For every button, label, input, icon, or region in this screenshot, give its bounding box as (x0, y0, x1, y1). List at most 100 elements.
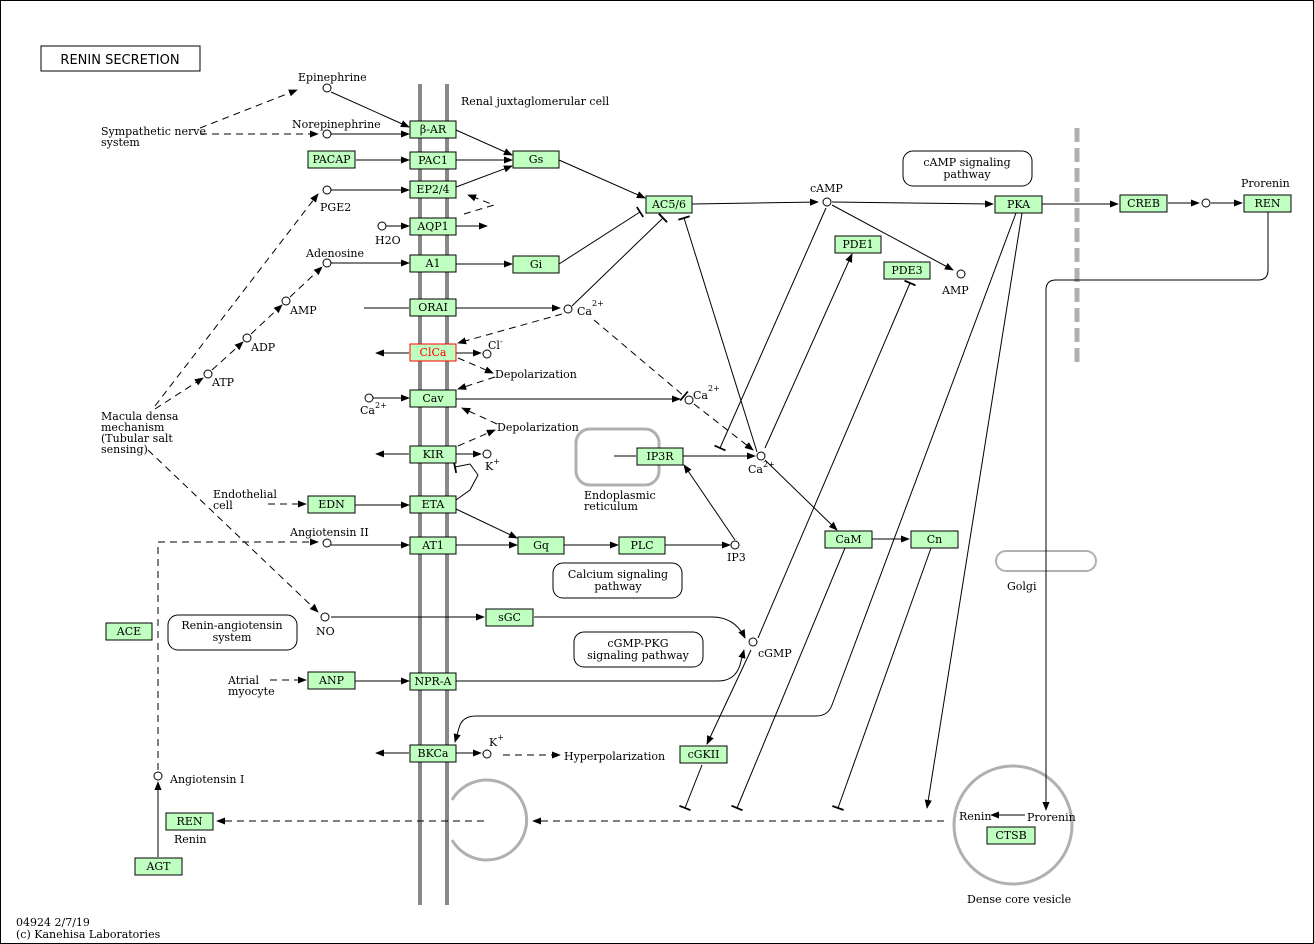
svg-text:EP2/4: EP2/4 (416, 183, 449, 196)
svg-text:cAMP signaling: cAMP signaling (923, 156, 1010, 169)
gene-bkca[interactable]: BKCa (409, 744, 457, 763)
gene-ep2-4[interactable]: EP2/4 (409, 180, 457, 199)
pathway-cgmp-pkg-signaling[interactable]: cGMP-PKG signaling pathway (573, 631, 704, 668)
svg-text:Prorenin: Prorenin (1241, 177, 1290, 190)
svg-text:CTSB: CTSB (995, 829, 1026, 842)
svg-text:sensing): sensing) (101, 443, 148, 456)
svg-text:Renal juxtaglomerular cell: Renal juxtaglomerular cell (461, 95, 610, 108)
pathway-renin-angiotensin[interactable]: Renin-angiotensin system (167, 614, 298, 651)
gene-cav[interactable]: Cav (409, 389, 457, 408)
compound-ip3[interactable]: IP3 (727, 540, 746, 564)
compound-camp[interactable]: cAMP (810, 182, 843, 207)
gene-pacap[interactable]: PACAP (307, 150, 356, 169)
compound-ca2-b[interactable]: Ca2+ (360, 393, 387, 417)
gene-anp[interactable]: ANP (307, 671, 356, 690)
compound-ca2-a[interactable]: Ca2+ (563, 299, 604, 318)
gene-ac5-6[interactable]: AC5/6 (645, 195, 693, 214)
svg-text:Epinephrine: Epinephrine (298, 71, 367, 84)
svg-text:sGC: sGC (498, 611, 521, 624)
compound-k-b[interactable]: K+ (482, 733, 504, 759)
compound-k-a[interactable]: K+ (482, 449, 500, 473)
gene-plc[interactable]: PLC (618, 536, 666, 555)
compound-cl[interactable]: Cl- (482, 337, 503, 359)
compound-epinephrine[interactable]: Epinephrine (298, 71, 367, 93)
gene-a1[interactable]: A1 (409, 254, 457, 273)
compound-angiotensin-ii[interactable]: Angiotensin II (289, 526, 369, 548)
svg-text:EDN: EDN (318, 498, 345, 511)
gene-pde1[interactable]: PDE1 (834, 235, 882, 254)
svg-text:Renin: Renin (174, 833, 206, 846)
gene-cn[interactable]: Cn (910, 530, 959, 549)
gene-ace[interactable]: ACE (105, 622, 153, 641)
gene-cgkii[interactable]: cGKII (679, 745, 728, 764)
gene-ren-bottom[interactable]: REN (165, 812, 214, 831)
edges (147, 89, 1269, 857)
gene-clca[interactable]: ClCa (409, 343, 457, 362)
gene-cam[interactable]: CaM (824, 530, 873, 549)
gene-gq[interactable]: Gq (517, 536, 565, 555)
svg-text:Dense core vesicle: Dense core vesicle (967, 893, 1071, 906)
svg-text:Calcium signaling: Calcium signaling (568, 568, 668, 581)
compound-adenosine[interactable]: Adenosine (305, 247, 364, 268)
gene-agt[interactable]: AGT (134, 857, 183, 876)
gene-edn[interactable]: EDN (307, 495, 356, 514)
gene-aqp1[interactable]: AQP1 (409, 217, 457, 236)
svg-text:REN: REN (177, 815, 203, 828)
compound-amp-right[interactable]: AMP (941, 269, 969, 297)
svg-text:Angiotensin II: Angiotensin II (289, 526, 369, 539)
gene-npr-a[interactable]: NPR-A (409, 672, 457, 691)
svg-text:Gq: Gq (533, 539, 549, 552)
svg-text:cell: cell (213, 499, 233, 512)
compound-ca2-c[interactable]: Ca2+ (684, 384, 720, 405)
gene-ctsb[interactable]: CTSB (986, 826, 1036, 845)
gene-eta[interactable]: ETA (409, 495, 457, 514)
pathway-calcium-signaling[interactable]: Calcium signaling pathway (552, 562, 683, 599)
compound-atp[interactable]: ATP (203, 369, 235, 389)
gene-kir[interactable]: KIR (409, 445, 457, 464)
gene-pac1[interactable]: PAC1 (409, 151, 457, 170)
svg-text:ADP: ADP (250, 341, 276, 354)
svg-text:Sympathetic nerve: Sympathetic nerve (101, 125, 206, 138)
svg-text:(Tubular salt: (Tubular salt (101, 432, 173, 445)
gene-at1[interactable]: AT1 (409, 536, 457, 555)
compound-ca2-d[interactable]: Ca2+ (748, 451, 775, 476)
svg-text:PKA: PKA (1007, 198, 1031, 211)
gene-creb[interactable]: CREB (1119, 194, 1168, 213)
gene-gi[interactable]: Gi (512, 255, 560, 274)
gene-sgc[interactable]: sGC (485, 608, 534, 627)
compound-adp[interactable]: ADP (242, 333, 276, 354)
compound-prorenin[interactable] (1201, 198, 1211, 208)
compound-norepinephrine[interactable]: Norepinephrine (292, 118, 381, 139)
pathway-camp-signaling[interactable]: cAMP signaling pathway (902, 150, 1033, 187)
svg-text:H2O: H2O (375, 234, 401, 247)
exocytosis-vesicle (450, 778, 529, 862)
gene-ren-top[interactable]: REN (1243, 194, 1292, 213)
gene-pde3[interactable]: PDE3 (883, 261, 931, 280)
gene-ip3r[interactable]: IP3R (636, 447, 684, 466)
svg-text:ATP: ATP (211, 376, 235, 389)
svg-text:β-AR: β-AR (420, 123, 447, 136)
svg-text:IP3: IP3 (727, 551, 746, 564)
page-title: RENIN SECRETION (60, 53, 179, 68)
svg-text:Depolarization: Depolarization (495, 368, 577, 381)
compound-angiotensin-i[interactable]: Angiotensin I (153, 771, 244, 786)
compound-pge2[interactable]: PGE2 (320, 185, 351, 214)
svg-text:AGT: AGT (145, 860, 171, 873)
gene-pka[interactable]: PKA (994, 195, 1043, 214)
static-labels: Sympathetic nerve system Renal juxtaglom… (101, 95, 1290, 906)
gene-gs[interactable]: Gs (512, 150, 560, 169)
gene-b-ar[interactable]: β-AR (409, 120, 457, 139)
svg-text:signaling pathway: signaling pathway (587, 649, 690, 662)
svg-text:Cl-: Cl- (488, 337, 503, 352)
compound-cgmp[interactable]: cGMP (748, 637, 792, 660)
svg-text:Ca2+: Ca2+ (748, 460, 775, 476)
compound-no[interactable]: NO (316, 612, 335, 638)
svg-text:CREB: CREB (1127, 197, 1160, 210)
gene-orai[interactable]: ORAI (409, 298, 457, 317)
svg-text:AMP: AMP (289, 304, 317, 317)
svg-text:pathway: pathway (943, 168, 991, 181)
svg-text:myocyte: myocyte (228, 685, 275, 698)
compound-h2o[interactable]: H2O (375, 221, 401, 247)
compound-amp-left[interactable]: AMP (281, 296, 317, 317)
svg-text:pathway: pathway (594, 580, 642, 593)
